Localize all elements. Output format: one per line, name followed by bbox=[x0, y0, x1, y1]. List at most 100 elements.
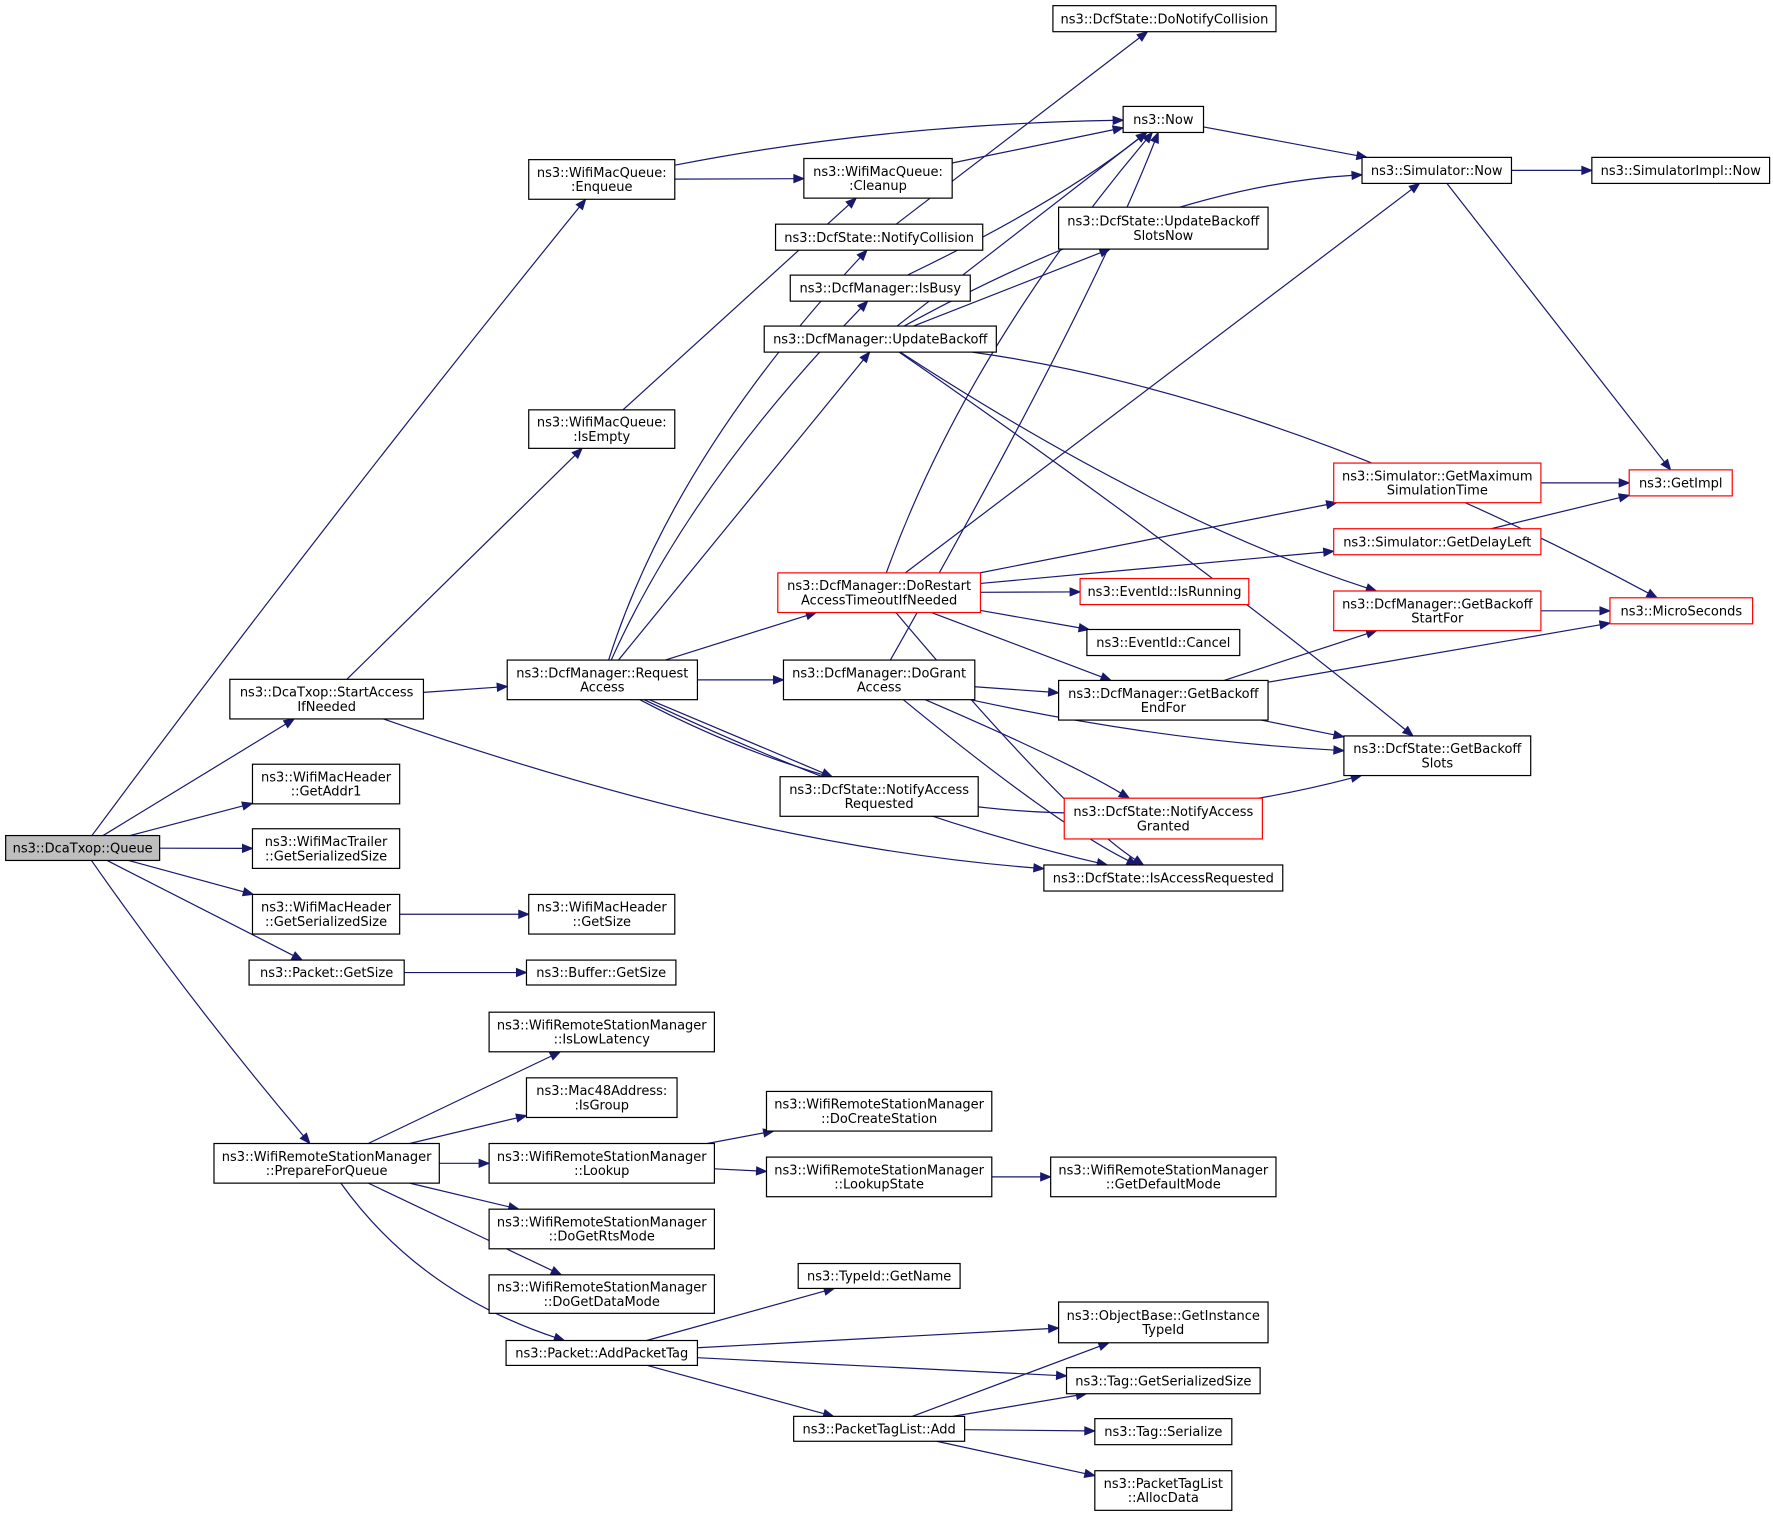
node-is-busy[interactable]: ns3::DcfManager::IsBusy bbox=[789, 274, 971, 302]
node-update-backoff[interactable]: ns3::DcfManager::UpdateBackoff bbox=[763, 325, 997, 353]
node-label: Granted bbox=[1137, 819, 1190, 834]
edge-line bbox=[980, 609, 1080, 629]
node-queue[interactable]: ns3::DcaTxop::Queue bbox=[5, 834, 161, 862]
edge-line bbox=[618, 359, 864, 661]
node-label: ns3::TypeId::GetName bbox=[807, 1270, 951, 1285]
edge-line bbox=[665, 614, 807, 661]
node-is-access-requested[interactable]: ns3::DcfState::IsAccessRequested bbox=[1043, 864, 1284, 892]
arrow-head bbox=[1111, 125, 1125, 135]
edge-line bbox=[952, 129, 1114, 164]
node-add-packet-tag[interactable]: ns3::Packet::AddPacketTag bbox=[505, 1339, 699, 1367]
node-ns3-now[interactable]: ns3::Now bbox=[1122, 105, 1205, 134]
edge-line bbox=[895, 37, 1140, 225]
edge-line bbox=[902, 699, 1129, 862]
arrow-head bbox=[1083, 1468, 1097, 1479]
edge-line bbox=[1223, 633, 1368, 682]
node-box bbox=[213, 1142, 440, 1184]
node-label: ns3::WifiRemoteStationManager bbox=[222, 1150, 432, 1165]
edge-add-packet-tag-to-typeid-getname bbox=[646, 1286, 836, 1342]
edge-line bbox=[1490, 497, 1620, 530]
node-simimpl-now[interactable]: ns3::SimulatorImpl::Now bbox=[1591, 156, 1771, 185]
node-label: ns3::DcfState::NotifyAccess bbox=[789, 783, 969, 798]
node-do-create-station[interactable]: ns3::WifiRemoteStationManager::DoCreateS… bbox=[765, 1090, 993, 1132]
node-ptl-allocdata[interactable]: ns3::PacketTagList::AllocData bbox=[1094, 1470, 1233, 1511]
edge-queue-to-start-access bbox=[102, 718, 296, 837]
edge-packettaglist-add-to-tag-serialize bbox=[964, 1426, 1097, 1436]
node-do-get-rts[interactable]: ns3::WifiRemoteStationManager::DoGetRtsM… bbox=[488, 1208, 716, 1250]
edge-line bbox=[972, 351, 1649, 594]
arrow-head bbox=[1351, 170, 1364, 181]
node-getaddr1[interactable]: ns3::WifiMacHeader::GetAddr1 bbox=[251, 763, 401, 805]
node-wmq-enqueue[interactable]: ns3::WifiMacQueue::Enqueue bbox=[528, 159, 676, 200]
arrow-head bbox=[548, 1051, 562, 1061]
node-trailer-size[interactable]: ns3::WifiMacTrailer::GetSerializedSize bbox=[251, 828, 401, 869]
node-header-size[interactable]: ns3::WifiMacHeader::GetSerializedSize bbox=[251, 893, 401, 935]
node-box bbox=[763, 325, 997, 353]
edge-line bbox=[898, 351, 1406, 731]
node-get-default-mode[interactable]: ns3::WifiRemoteStationManager::GetDefaul… bbox=[1050, 1156, 1277, 1198]
node-label: ::GetSerializedSize bbox=[265, 915, 387, 930]
edge-wmq-enqueue-to-ns3-now bbox=[674, 115, 1125, 166]
node-label: ns3::DcfState::NotifyCollision bbox=[784, 231, 974, 246]
node-do-restart[interactable]: ns3::DcfManager::DoRestartAccessTimeoutI… bbox=[777, 572, 982, 614]
node-lookup[interactable]: ns3::WifiRemoteStationManager::Lookup bbox=[488, 1142, 716, 1184]
arrow-head bbox=[1084, 1426, 1097, 1436]
edge-line bbox=[367, 1055, 552, 1145]
edge-wmq-cleanup-to-ns3-now bbox=[952, 125, 1125, 164]
node-label: ns3::Packet::AddPacketTag bbox=[515, 1347, 688, 1362]
node-eventid-isrunning[interactable]: ns3::EventId::IsRunning bbox=[1079, 577, 1250, 606]
arrow-head bbox=[1117, 788, 1131, 799]
node-get-impl[interactable]: ns3::GetImpl bbox=[1628, 469, 1733, 497]
node-buffer-getsize[interactable]: ns3::Buffer::GetSize bbox=[525, 959, 677, 986]
node-box bbox=[1333, 462, 1542, 504]
edge-do-restart-to-eventid-isrunning bbox=[980, 587, 1082, 597]
edge-line bbox=[931, 611, 1102, 678]
node-notify-collision[interactable]: ns3::DcfState::NotifyCollision bbox=[774, 223, 984, 251]
arrow-head bbox=[1047, 1323, 1060, 1334]
node-label: ns3::WifiMacHeader bbox=[261, 771, 392, 786]
node-tag-serialized-size[interactable]: ns3::Tag::GetSerializedSize bbox=[1065, 1367, 1261, 1395]
node-do-get-data[interactable]: ns3::WifiRemoteStationManager::DoGetData… bbox=[488, 1274, 716, 1314]
node-is-group[interactable]: ns3::Mac48Address::IsGroup bbox=[525, 1077, 678, 1119]
edge-simulator-now-to-get-impl bbox=[1446, 183, 1672, 471]
node-prepare-queue[interactable]: ns3::WifiRemoteStationManager::PrepareFo… bbox=[213, 1142, 440, 1184]
node-packet-getsize[interactable]: ns3::Packet::GetSize bbox=[248, 959, 405, 986]
node-eventid-cancel[interactable]: ns3::EventId::Cancel bbox=[1086, 628, 1241, 657]
edge-request-access-to-notify-collision bbox=[608, 249, 868, 661]
node-label: ns3::WifiRemoteStationManager bbox=[774, 1098, 984, 1113]
node-tag-serialize[interactable]: ns3::Tag::Serialize bbox=[1094, 1418, 1233, 1446]
node-lookup-state[interactable]: ns3::WifiRemoteStationManager::LookupSta… bbox=[765, 1156, 993, 1198]
node-box bbox=[1063, 797, 1263, 840]
node-label: ns3::Mac48Address: bbox=[536, 1084, 667, 1099]
node-do-notify-collision[interactable]: ns3::DcfState::DoNotifyCollision bbox=[1052, 5, 1277, 33]
node-is-low-latency[interactable]: ns3::WifiRemoteStationManager::IsLowLate… bbox=[488, 1011, 716, 1053]
node-sim-get-delay-left[interactable]: ns3::Simulator::GetDelayLeft bbox=[1333, 528, 1542, 556]
node-wmq-isempty[interactable]: ns3::WifiMacQueue::IsEmpty bbox=[528, 409, 676, 449]
edge-prepare-queue-to-lookup bbox=[439, 1158, 491, 1169]
node-packettaglist-add[interactable]: ns3::PacketTagList::Add bbox=[793, 1415, 966, 1442]
node-box bbox=[251, 828, 401, 869]
node-box bbox=[797, 1262, 961, 1290]
arrow-head bbox=[1322, 547, 1336, 557]
node-wmq-cleanup[interactable]: ns3::WifiMacQueue::Cleanup bbox=[803, 157, 953, 199]
edge-lookup-to-lookup-state bbox=[714, 1166, 768, 1176]
node-microseconds[interactable]: ns3::MicroSeconds bbox=[1609, 597, 1754, 625]
node-label: ns3::DcfState::NotifyAccess bbox=[1073, 805, 1253, 820]
edge-prepare-queue-to-add-packet-tag bbox=[340, 1182, 566, 1342]
node-typeid-getname[interactable]: ns3::TypeId::GetName bbox=[797, 1262, 961, 1290]
node-simulator-now[interactable]: ns3::Simulator::Now bbox=[1361, 156, 1513, 185]
edge-line bbox=[912, 1345, 1100, 1417]
node-box bbox=[1043, 864, 1284, 892]
node-header-getsize[interactable]: ns3::WifiMacHeader::GetSize bbox=[528, 893, 676, 935]
